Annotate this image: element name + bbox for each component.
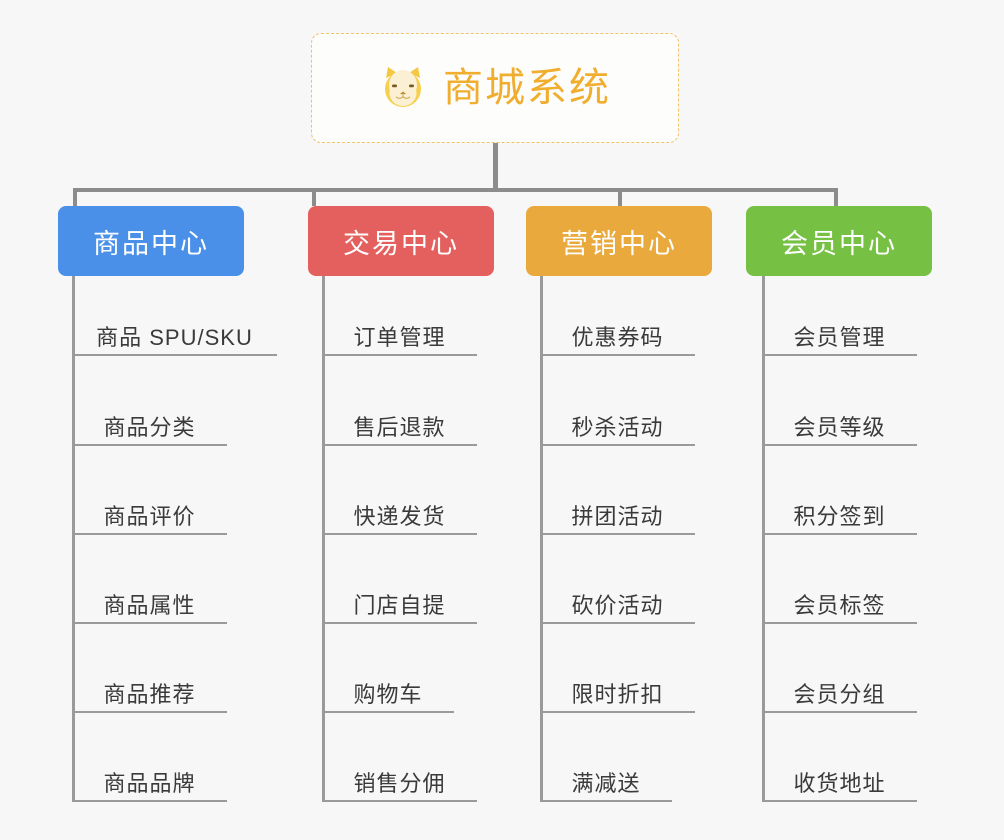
leaf-label: 秒杀活动 bbox=[571, 414, 664, 440]
category-label-2: 交易中心 bbox=[343, 228, 459, 259]
leaf-item[interactable]: 拼团活动 bbox=[540, 459, 695, 535]
leaf-label: 砍价活动 bbox=[571, 592, 664, 618]
leaf-label: 会员分组 bbox=[793, 681, 886, 707]
leaf-item[interactable]: 商品分类 bbox=[72, 370, 227, 446]
leaf-label: 商品 SPU/SKU bbox=[96, 324, 253, 350]
leaf-item[interactable]: 商品品牌 bbox=[72, 726, 227, 802]
leaf-item[interactable]: 收货地址 bbox=[762, 726, 917, 802]
leaf-item[interactable]: 限时折扣 bbox=[540, 637, 695, 713]
leaf-label: 快递发货 bbox=[353, 503, 446, 529]
category-box-1[interactable]: 商品中心 bbox=[58, 206, 244, 276]
root-node[interactable]: 商城系统 bbox=[311, 33, 679, 143]
leaf-label: 满减送 bbox=[571, 770, 641, 796]
leaf-label: 销售分佣 bbox=[353, 770, 446, 796]
leaf-item[interactable]: 订单管理 bbox=[322, 280, 477, 356]
leaf-label: 会员标签 bbox=[793, 592, 886, 618]
category-box-4[interactable]: 会员中心 bbox=[746, 206, 932, 276]
column-trunk-2 bbox=[322, 276, 325, 800]
leaf-item[interactable]: 商品属性 bbox=[72, 548, 227, 624]
leaf-item[interactable]: 购物车 bbox=[322, 637, 454, 713]
category-label-4: 会员中心 bbox=[781, 228, 897, 259]
leaf-item[interactable]: 会员等级 bbox=[762, 370, 917, 446]
leaf-label: 会员管理 bbox=[793, 324, 886, 350]
category-label-3: 营销中心 bbox=[561, 228, 677, 259]
leaf-item[interactable]: 会员标签 bbox=[762, 548, 917, 624]
leaf-item[interactable]: 商品评价 bbox=[72, 459, 227, 535]
leaf-label: 商品属性 bbox=[103, 592, 196, 618]
leaf-item[interactable]: 商品推荐 bbox=[72, 637, 227, 713]
leaf-label: 收货地址 bbox=[793, 770, 886, 796]
leaf-item[interactable]: 快递发货 bbox=[322, 459, 477, 535]
leaf-label: 订单管理 bbox=[353, 324, 446, 350]
connector-drop-4 bbox=[834, 188, 838, 206]
leaf-label: 限时折扣 bbox=[571, 681, 664, 707]
shiba-dog-icon bbox=[379, 64, 427, 112]
leaf-label: 门店自提 bbox=[353, 592, 446, 618]
category-label-1: 商品中心 bbox=[93, 228, 209, 259]
leaf-label: 购物车 bbox=[353, 681, 423, 707]
leaf-item[interactable]: 积分签到 bbox=[762, 459, 917, 535]
leaf-item[interactable]: 会员管理 bbox=[762, 280, 917, 356]
leaf-item[interactable]: 秒杀活动 bbox=[540, 370, 695, 446]
leaf-label: 拼团活动 bbox=[571, 503, 664, 529]
leaf-item[interactable]: 优惠券码 bbox=[540, 280, 695, 356]
connector-drop-2 bbox=[312, 188, 316, 206]
leaf-item[interactable]: 商品 SPU/SKU bbox=[72, 280, 277, 356]
column-trunk-3 bbox=[540, 276, 543, 800]
connector-drop-3 bbox=[618, 188, 622, 206]
leaf-label: 商品分类 bbox=[103, 414, 196, 440]
category-box-3[interactable]: 营销中心 bbox=[526, 206, 712, 276]
connector-horizontal-bus bbox=[73, 188, 838, 192]
root-title: 商城系统 bbox=[443, 66, 611, 110]
category-box-2[interactable]: 交易中心 bbox=[308, 206, 494, 276]
leaf-item[interactable]: 门店自提 bbox=[322, 548, 477, 624]
leaf-item[interactable]: 售后退款 bbox=[322, 370, 477, 446]
leaf-item[interactable]: 销售分佣 bbox=[322, 726, 477, 802]
connector-drop-1 bbox=[73, 188, 77, 206]
leaf-item[interactable]: 砍价活动 bbox=[540, 548, 695, 624]
leaf-label: 商品推荐 bbox=[103, 681, 196, 707]
connector-root-stem bbox=[493, 143, 498, 191]
column-trunk-1 bbox=[72, 276, 75, 800]
leaf-label: 会员等级 bbox=[793, 414, 886, 440]
leaf-label: 积分签到 bbox=[793, 503, 886, 529]
column-trunk-4 bbox=[762, 276, 765, 800]
leaf-label: 商品评价 bbox=[103, 503, 196, 529]
leaf-label: 售后退款 bbox=[353, 414, 446, 440]
leaf-item[interactable]: 满减送 bbox=[540, 726, 672, 802]
leaf-label: 优惠券码 bbox=[571, 324, 664, 350]
leaf-label: 商品品牌 bbox=[103, 770, 196, 796]
leaf-item[interactable]: 会员分组 bbox=[762, 637, 917, 713]
